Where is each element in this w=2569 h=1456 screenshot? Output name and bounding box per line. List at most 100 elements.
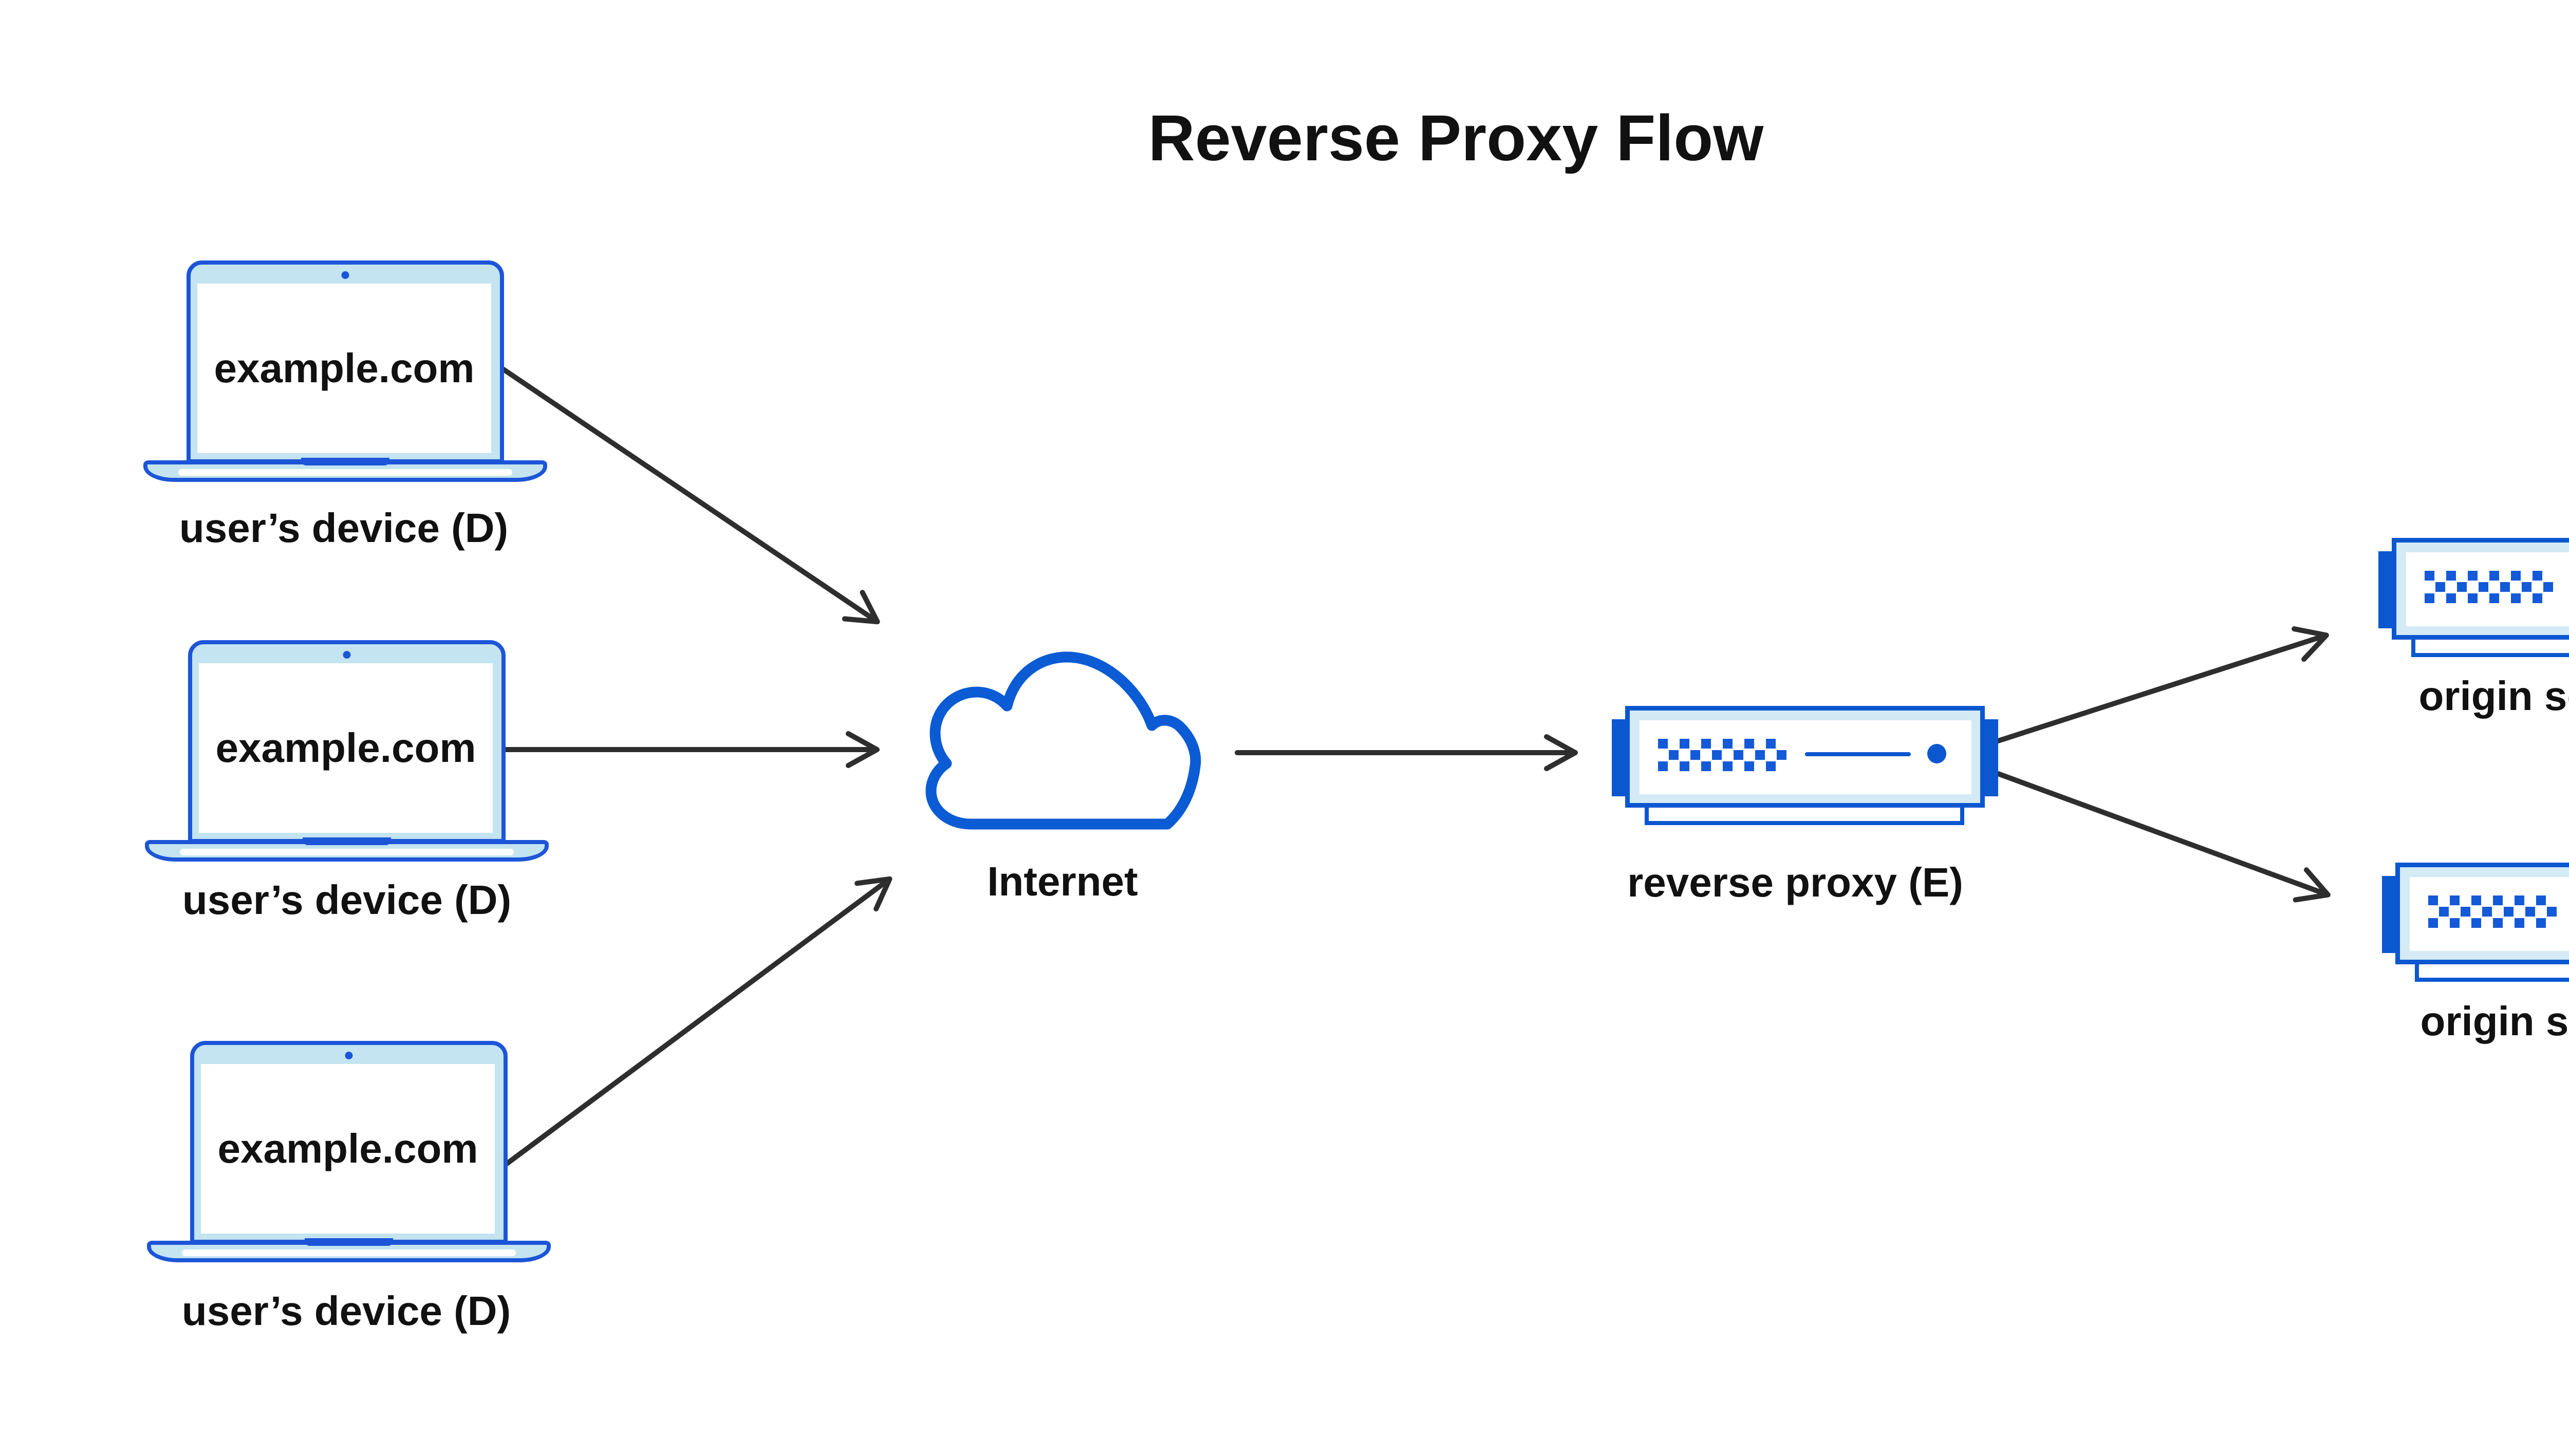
server-power-led bbox=[1927, 744, 1946, 763]
laptop-screen: example.com bbox=[201, 1064, 495, 1234]
origin-server-2 bbox=[2382, 863, 2569, 986]
server-chassis bbox=[2395, 863, 2569, 964]
server-vent-dot bbox=[2511, 571, 2521, 581]
server-vent-dot bbox=[2428, 895, 2438, 905]
server-vent-dot bbox=[2533, 571, 2542, 581]
server-vent-dot bbox=[2468, 593, 2478, 603]
server-vent-dot bbox=[2425, 571, 2434, 581]
server-vent-dot bbox=[2471, 918, 2481, 928]
server-vent-dot bbox=[2522, 582, 2531, 592]
server-vent-dot bbox=[1734, 750, 1743, 760]
server-vent-dot bbox=[1658, 761, 1668, 771]
server-vent-dot bbox=[2446, 593, 2456, 603]
server-panel bbox=[1640, 720, 1971, 794]
server-vent-dot bbox=[1744, 739, 1754, 749]
reverse-proxy-server bbox=[1612, 706, 1998, 829]
arrow-device1-internet bbox=[498, 365, 880, 625]
server-vent-dots bbox=[1658, 739, 1797, 775]
server-chassis bbox=[1625, 706, 1985, 808]
user-device-laptop-1: example.com bbox=[143, 260, 547, 487]
laptop-screen: example.com bbox=[199, 663, 493, 833]
server-vent-dot bbox=[2428, 918, 2438, 928]
page-title: Reverse Proxy Flow bbox=[1148, 102, 1764, 174]
laptop-base-shine bbox=[182, 1249, 516, 1256]
server-vent-dot bbox=[1766, 761, 1776, 771]
server-vent-dot bbox=[1669, 750, 1679, 760]
server-vent-dot bbox=[2450, 918, 2460, 928]
internet-node bbox=[916, 648, 1209, 835]
server-vent-dot bbox=[2471, 895, 2481, 905]
laptop-hinge bbox=[301, 458, 389, 465]
laptop-base-shine bbox=[180, 849, 514, 855]
laptop-frame: example.com bbox=[188, 640, 506, 843]
server-vent-dot bbox=[2468, 571, 2478, 581]
server-vent-dots bbox=[2425, 571, 2563, 607]
server-vent-dot bbox=[2536, 918, 2546, 928]
server-vent-dot bbox=[1658, 739, 1668, 749]
server-vent-dot bbox=[2435, 582, 2445, 592]
user-device-laptop-3: example.com bbox=[147, 1041, 551, 1267]
server-panel bbox=[2406, 552, 2569, 626]
cloud-icon bbox=[925, 651, 1201, 830]
server-vent-dot bbox=[1690, 750, 1700, 760]
server-vent-dot bbox=[2500, 582, 2510, 592]
server-vent-dots bbox=[2428, 895, 2567, 931]
device-label-1: user’s device (D) bbox=[179, 505, 509, 551]
server-vent-dot bbox=[2482, 907, 2492, 917]
camera-icon bbox=[345, 1052, 353, 1059]
server-vent-dot bbox=[2450, 895, 2460, 905]
server-vent-dot bbox=[2479, 582, 2488, 592]
server-vent-dot bbox=[2489, 571, 2499, 581]
server-vent-dot bbox=[2457, 582, 2467, 592]
server-vent-dot bbox=[1755, 750, 1765, 760]
origin-server-1-label: origin server (F) bbox=[2418, 673, 2569, 719]
laptop-hinge bbox=[303, 837, 391, 845]
server-vent-dot bbox=[1680, 739, 1689, 749]
server-vent-dot bbox=[1766, 739, 1776, 749]
server-vent-dot bbox=[2493, 918, 2503, 928]
server-vent-dot bbox=[1777, 750, 1786, 760]
screen-url-text: example.com bbox=[214, 345, 475, 391]
server-vent-dot bbox=[1744, 761, 1754, 771]
user-device-laptop-2: example.com bbox=[145, 640, 549, 866]
server-vent-dot bbox=[1723, 739, 1733, 749]
server-vent-dot bbox=[1701, 739, 1711, 749]
device-label-2: user’s device (D) bbox=[182, 877, 512, 923]
server-vent-dot bbox=[1701, 761, 1711, 771]
server-panel bbox=[2410, 877, 2569, 951]
server-vent-dot bbox=[2515, 918, 2524, 928]
internet-label: Internet bbox=[987, 858, 1138, 904]
screen-url-text: example.com bbox=[217, 1126, 478, 1171]
server-vent-dot bbox=[2504, 907, 2514, 917]
laptop-base-shine bbox=[178, 469, 512, 476]
server-vent-dot bbox=[2446, 571, 2456, 581]
screen-url-text: example.com bbox=[215, 725, 476, 771]
server-vent-dot bbox=[2525, 907, 2535, 917]
server-vent-dot bbox=[1680, 761, 1689, 771]
origin-server-2-label: origin server (F) bbox=[2420, 998, 2569, 1044]
server-vent-dot bbox=[2536, 895, 2546, 905]
server-vent-dot bbox=[2425, 593, 2434, 603]
laptop-hinge bbox=[305, 1238, 393, 1246]
camera-icon bbox=[341, 271, 349, 279]
server-vent-dot bbox=[2511, 593, 2521, 603]
laptop-screen: example.com bbox=[197, 284, 491, 453]
laptop-frame: example.com bbox=[187, 260, 504, 463]
server-vent-dot bbox=[2461, 907, 2470, 917]
server-vent-dot bbox=[1712, 750, 1722, 760]
server-chassis bbox=[2392, 538, 2569, 640]
server-vent-dot bbox=[2543, 582, 2553, 592]
arrow-proxy-origin1 bbox=[1996, 626, 2329, 743]
device-label-3: user’s device (D) bbox=[181, 1288, 511, 1334]
arrow-proxy-origin2 bbox=[1996, 771, 2331, 903]
laptop-frame: example.com bbox=[190, 1041, 508, 1244]
origin-server-1 bbox=[2378, 538, 2569, 661]
reverse-proxy-label: reverse proxy (E) bbox=[1627, 860, 1963, 905]
server-vent-dot bbox=[2547, 907, 2557, 917]
server-vent-dot bbox=[2493, 895, 2503, 905]
server-vent-dot bbox=[2515, 895, 2524, 905]
server-slot-line bbox=[1805, 752, 1911, 756]
server-vent-dot bbox=[2439, 907, 2449, 917]
server-vent-dot bbox=[1723, 761, 1733, 771]
